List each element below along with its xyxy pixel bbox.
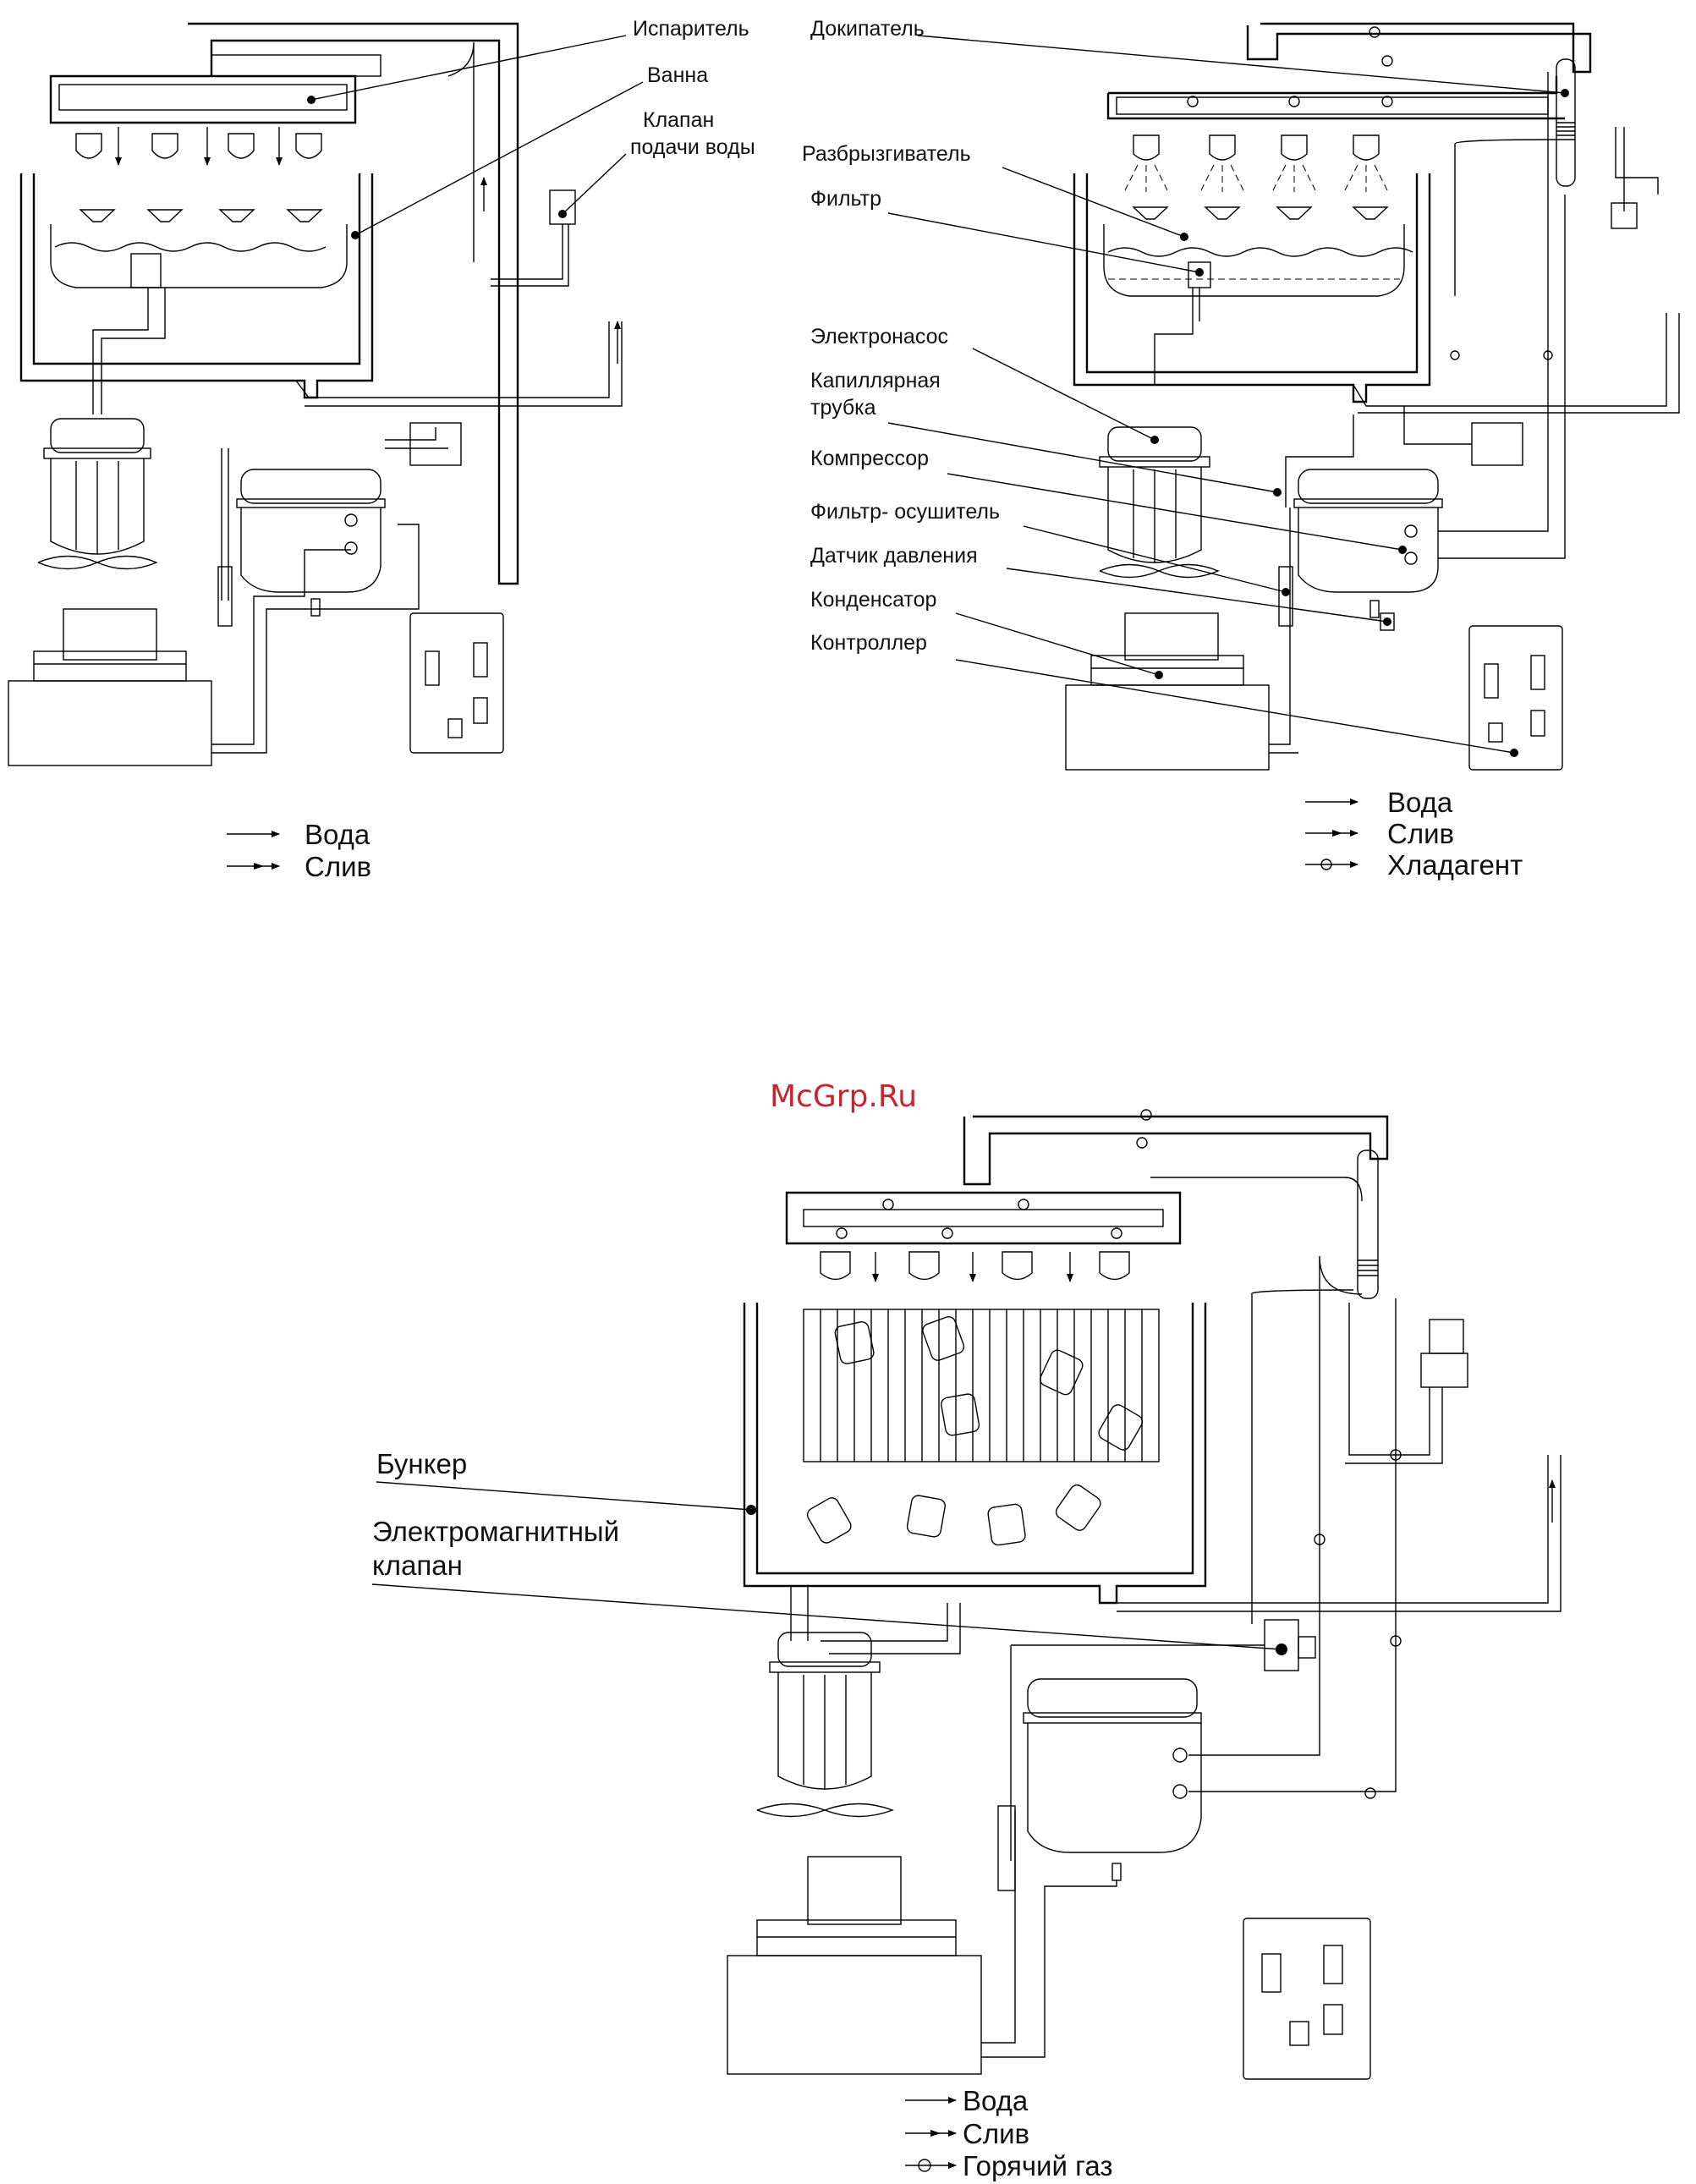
- label-sprayer: Разбрызгиватель: [802, 142, 971, 166]
- legend-top-left: Вода Слив: [227, 819, 371, 882]
- diagram-top-left: [8, 24, 622, 765]
- power-socket: [410, 613, 503, 753]
- watermark: McGrp.Ru: [770, 1079, 917, 1114]
- evaporator-top-pipe: [51, 24, 518, 584]
- legend-water-top-left: Вода: [305, 819, 370, 850]
- label-compressor: Компрессор: [810, 447, 929, 470]
- ice-grid: [804, 1309, 1159, 1462]
- label-evaporator: Испаритель: [633, 17, 749, 41]
- legend-water-bottom: Вода: [963, 2085, 1029, 2116]
- legend-top-right: Вода Слив Хладагент: [1305, 787, 1523, 881]
- compressor-right: [1294, 469, 1442, 617]
- sprayer-cones-right: [1133, 207, 1387, 219]
- label-controller: Контроллер: [810, 631, 927, 655]
- diagram-bottom: [727, 1110, 1561, 2079]
- power-socket-bottom: [1243, 1918, 1370, 2079]
- labels-top-left: Испаритель Ванна Клапан подачи воды: [307, 17, 755, 239]
- reboiler-bottom: [1358, 1150, 1378, 1298]
- label-reboiler: Докипатель: [810, 17, 925, 41]
- legend-hot-gas: Горячий газ: [963, 2150, 1113, 2181]
- label-filter: Фильтр: [810, 187, 881, 211]
- legend-refrigerant: Хладагент: [1387, 849, 1523, 881]
- label-solenoid-1: Электромагнитный: [372, 1516, 619, 1547]
- spray-heads: [1125, 135, 1387, 192]
- label-solenoid-2: клапан: [372, 1550, 463, 1581]
- drain-funnel: [296, 321, 609, 398]
- legend-water-top-right: Вода: [1387, 787, 1453, 818]
- labels-bottom: Бункер Электромагнитный клапан: [372, 1448, 1287, 1655]
- filter-drier: [218, 567, 232, 626]
- evaporator-plate: [59, 85, 347, 110]
- label-bin: Бункер: [376, 1448, 467, 1479]
- pump-bottom: [757, 1586, 960, 1817]
- label-pump: Электронасос: [810, 325, 948, 348]
- filter-drier-bottom: [998, 1806, 1015, 1890]
- legend-bottom: Вода Слив Горячий газ: [905, 2085, 1113, 2181]
- ice-molds: [76, 134, 321, 158]
- condenser: [8, 609, 211, 765]
- label-filter-drier: Фильтр- осушитель: [810, 500, 1000, 524]
- ice-molds-bottom: [821, 1252, 1129, 1281]
- water-drops-arrows: [118, 127, 279, 165]
- label-pressure-sensor: Датчик давления: [810, 544, 978, 568]
- compressor: [237, 469, 385, 616]
- label-bath: Ванна: [647, 63, 708, 87]
- diagram-top-right: [1066, 24, 1679, 770]
- legend-drain-top-right: Слив: [1387, 818, 1454, 849]
- pump: [38, 254, 165, 569]
- legend-drain-bottom: Слив: [963, 2118, 1029, 2149]
- ice-bin: [744, 1303, 1205, 1603]
- labels-top-right: Докипатель Разбрызгиватель Фильтр Электр…: [802, 17, 1569, 757]
- condenser-bottom: [727, 1857, 981, 2074]
- label-capillary-2: трубка: [810, 396, 876, 420]
- ice-cubes: [805, 1314, 1145, 1545]
- label-water-valve-1: Клапан: [643, 108, 714, 132]
- water-valve: [491, 190, 575, 286]
- sprayer-cones: [80, 210, 321, 222]
- label-water-valve-2: подачи воды: [630, 135, 755, 159]
- solenoid-valve: [1011, 1620, 1315, 1861]
- label-capillary-1: Капиллярная: [810, 369, 941, 392]
- bath-tray: [51, 224, 347, 288]
- label-condenser: Конденсатор: [810, 588, 936, 612]
- condenser-right: [1066, 613, 1269, 770]
- compressor-bottom: [1024, 1679, 1201, 1880]
- legend-drain-top-left: Слив: [305, 851, 371, 882]
